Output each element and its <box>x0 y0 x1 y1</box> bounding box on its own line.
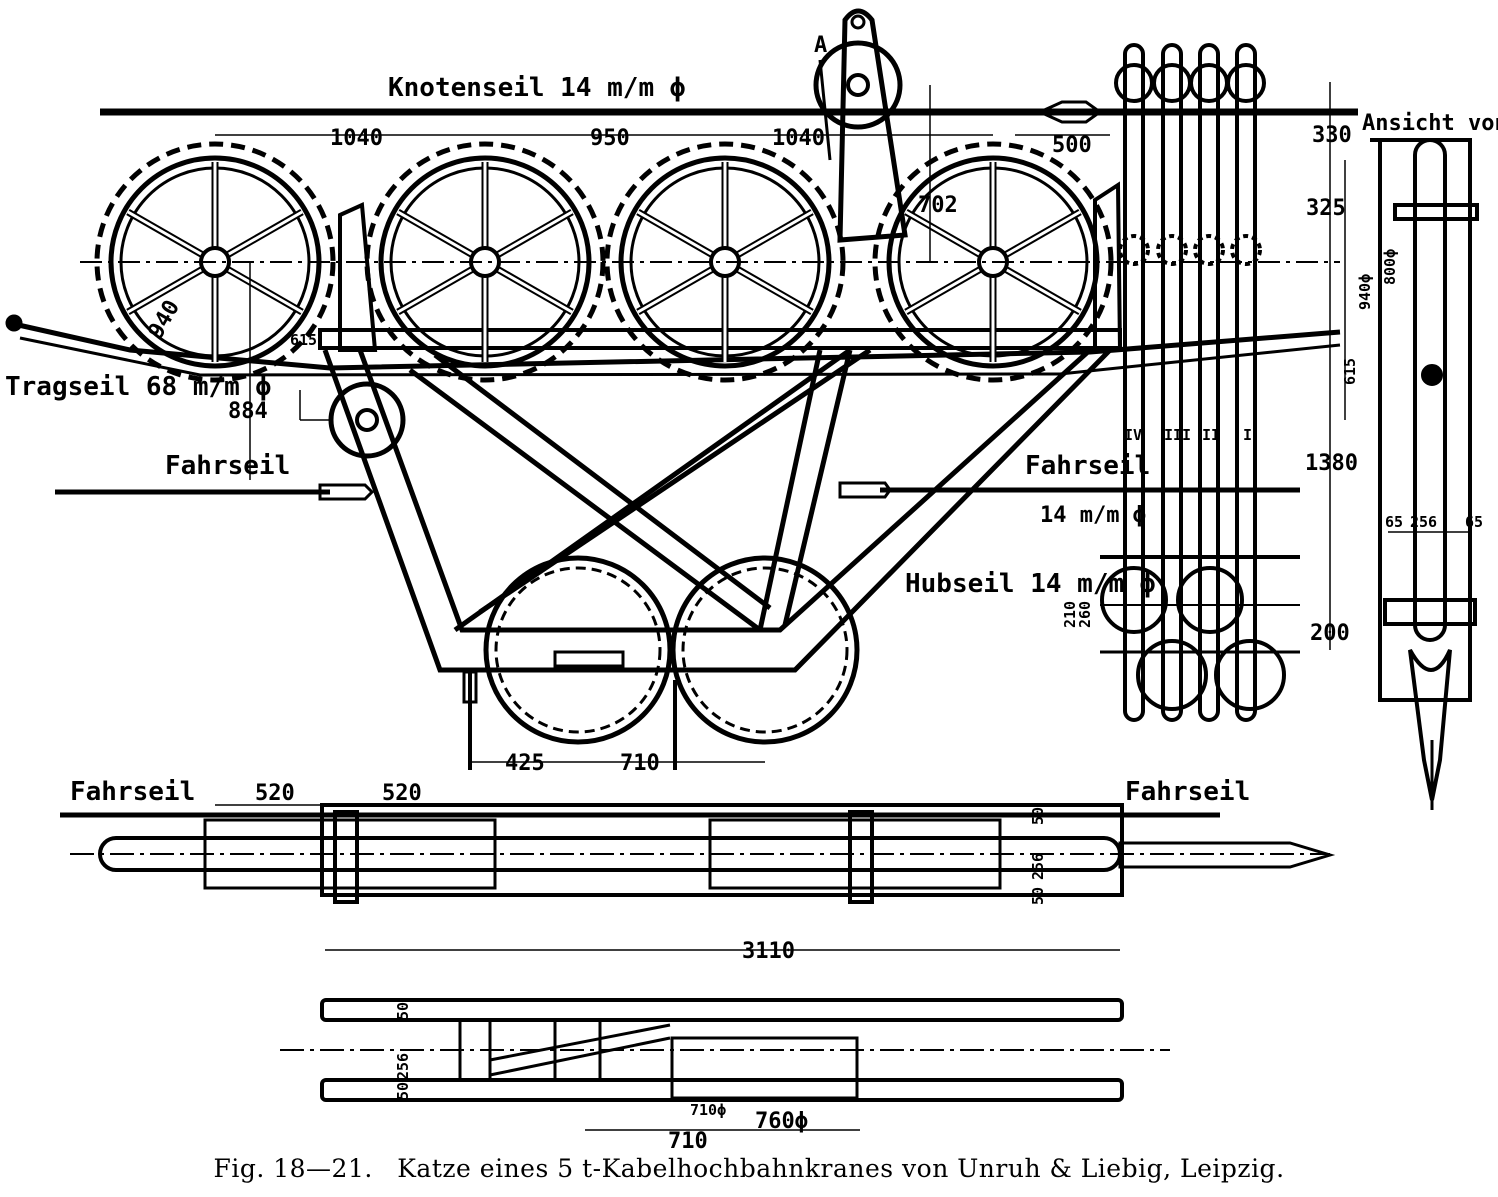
dim-256-b: 256 <box>1029 853 1047 880</box>
view-from-a <box>1344 138 1479 810</box>
dim-65-a: 65 <box>1385 513 1403 531</box>
label-tragseil: Tragseil 68 m/m ϕ <box>5 372 271 402</box>
dim-50-d: 50 <box>394 1082 412 1100</box>
dim-325: 325 <box>1306 196 1346 221</box>
dimension-labels: 1040 950 1040 500 330 325 702 940 940ϕ 8… <box>144 123 1484 1150</box>
label-fahrseil-plan-left: Fahrseil <box>70 777 195 807</box>
dim-1040-b: 1040 <box>772 126 825 151</box>
hoist-wheel-2 <box>670 555 860 745</box>
caption-figure-number: Fig. 18—21. <box>213 1154 373 1183</box>
technical-drawing: Knotenseil 14 m/m ϕ Tragseil 68 m/m ϕ Fa… <box>5 8 1498 1150</box>
dim-200: 200 <box>1310 621 1350 646</box>
label-point-a: A <box>814 33 827 58</box>
figure-caption: Fig. 18—21. Katze eines 5 t-Kabelhochbah… <box>0 1154 1498 1183</box>
dim-702: 702 <box>918 193 958 218</box>
dim-500: 500 <box>1052 133 1092 158</box>
roman-2: II <box>1202 426 1220 444</box>
dim-760-phi: 760ϕ <box>755 1109 808 1134</box>
dim-256-c: 256 <box>394 1053 412 1080</box>
label-fahrseil-left: Fahrseil <box>165 451 290 481</box>
dim-50-b: 50 <box>1029 887 1047 905</box>
dim-520-b: 520 <box>382 781 422 806</box>
text-labels: Knotenseil 14 m/m ϕ Tragseil 68 m/m ϕ Fa… <box>5 33 1498 807</box>
dim-3110: 3110 <box>742 939 795 964</box>
dim-800-phi: 800ϕ <box>1381 249 1399 285</box>
caption-text: Katze eines 5 t-Kabelhochbahnkranes von … <box>397 1154 1285 1183</box>
dim-1040-a: 1040 <box>330 126 383 151</box>
dim-425: 425 <box>505 751 545 776</box>
dim-1380: 1380 <box>1305 451 1358 476</box>
label-fahrseil-plan-right: Fahrseil <box>1125 777 1250 807</box>
pulley-bank <box>1100 43 1300 722</box>
label-fahrseil-diameter: 14 m/m ϕ <box>1040 503 1146 528</box>
dim-65-b: 65 <box>1465 513 1483 531</box>
guide-pulley <box>328 381 406 459</box>
label-knotenseil: Knotenseil 14 m/m ϕ <box>388 73 685 103</box>
plan-view <box>60 803 1336 951</box>
dim-940-phi: 940ϕ <box>1356 274 1374 310</box>
knotenseil-sheave <box>813 8 908 243</box>
dim-615-a: 615 <box>290 331 317 349</box>
dim-210: 210 <box>1061 601 1079 628</box>
dim-50-c: 50 <box>394 1002 412 1020</box>
hoist-wheel-1 <box>483 555 673 745</box>
hoist-plan-view <box>280 998 1170 1131</box>
dim-256-a: 256 <box>1410 513 1437 531</box>
side-elevation <box>5 8 1358 770</box>
dim-710-b: 710 <box>668 1129 708 1150</box>
roman-4: IV <box>1124 426 1142 444</box>
roman-1: I <box>1243 426 1252 444</box>
dim-710-phi: 710ϕ <box>690 1101 726 1119</box>
dim-330: 330 <box>1312 123 1352 148</box>
dim-260: 260 <box>1076 601 1094 628</box>
rope-knot <box>1036 100 1103 124</box>
dim-615-b: 615 <box>1341 358 1359 385</box>
roman-3: III <box>1164 426 1191 444</box>
dim-950: 950 <box>590 126 630 151</box>
dim-520-a: 520 <box>255 781 295 806</box>
label-hubseil: Hubseil 14 m/m ϕ <box>905 569 1155 599</box>
label-ansicht-a: Ansicht von A <box>1362 111 1498 136</box>
trolley-frame <box>322 347 1112 673</box>
cable-end-dot <box>5 314 23 332</box>
dim-884: 884 <box>228 399 268 424</box>
label-fahrseil-right: Fahrseil <box>1025 451 1150 481</box>
dim-50-a: 50 <box>1029 807 1047 825</box>
dim-710-a: 710 <box>620 751 660 776</box>
